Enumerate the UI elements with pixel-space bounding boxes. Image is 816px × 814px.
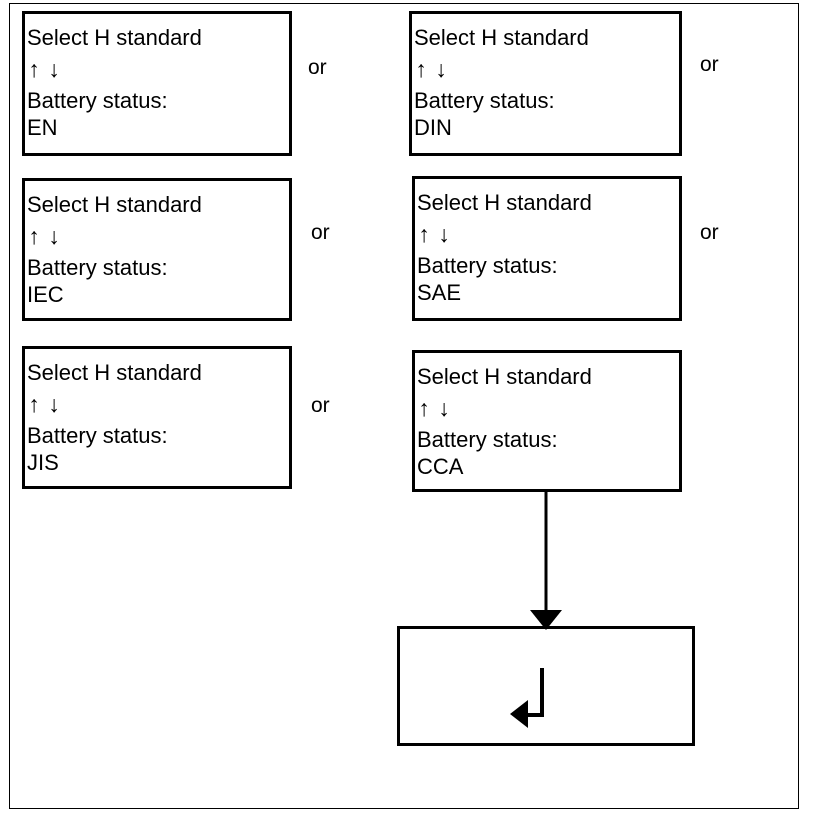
screen-din: Select H standard ↑ ↓ Battery status: DI… bbox=[409, 11, 682, 156]
arrow-down-icon: ↓ bbox=[438, 220, 450, 247]
up-down-arrows: ↑ ↓ bbox=[27, 386, 289, 422]
up-down-arrows: ↑ ↓ bbox=[417, 390, 679, 426]
up-down-arrows: ↑ ↓ bbox=[27, 51, 289, 87]
or-connector: or bbox=[311, 394, 330, 417]
up-down-arrows: ↑ ↓ bbox=[414, 51, 679, 87]
up-down-arrows: ↑ ↓ bbox=[27, 218, 289, 254]
arrow-down-icon: ↓ bbox=[48, 55, 60, 82]
arrow-up-icon: ↑ bbox=[418, 394, 430, 421]
screen-title: Select H standard bbox=[27, 360, 202, 385]
screen-iec: Select H standard ↑ ↓ Battery status: IE… bbox=[22, 178, 292, 321]
battery-status-value: CCA bbox=[417, 454, 464, 479]
battery-status-label: Battery status: bbox=[27, 423, 168, 448]
battery-status-label: Battery status: bbox=[417, 253, 558, 278]
or-connector: or bbox=[308, 56, 327, 79]
screen-title: Select H standard bbox=[417, 364, 592, 389]
up-down-arrows: ↑ ↓ bbox=[417, 216, 679, 252]
battery-status-value: IEC bbox=[27, 282, 64, 307]
screen-title: Select H standard bbox=[414, 25, 589, 50]
screen-cca: Select H standard ↑ ↓ Battery status: CC… bbox=[412, 350, 682, 492]
arrow-up-icon: ↑ bbox=[418, 220, 430, 247]
arrow-down-icon: ↓ bbox=[438, 394, 450, 421]
battery-status-label: Battery status: bbox=[417, 427, 558, 452]
or-connector: or bbox=[700, 221, 719, 244]
battery-status-value: DIN bbox=[414, 115, 452, 140]
arrow-up-icon: ↑ bbox=[415, 55, 427, 82]
screen-title: Select H standard bbox=[27, 192, 202, 217]
battery-status-label: Battery status: bbox=[414, 88, 555, 113]
arrow-up-icon: ↑ bbox=[28, 222, 40, 249]
battery-status-label: Battery status: bbox=[27, 88, 168, 113]
or-connector: or bbox=[700, 53, 719, 76]
screen-jis: Select H standard ↑ ↓ Battery status: JI… bbox=[22, 346, 292, 489]
arrow-up-icon: ↑ bbox=[28, 55, 40, 82]
arrow-up-icon: ↑ bbox=[28, 390, 40, 417]
battery-status-value: SAE bbox=[417, 280, 462, 305]
diagram-frame bbox=[9, 3, 799, 809]
arrow-down-icon: ↓ bbox=[435, 55, 447, 82]
screen-sae: Select H standard ↑ ↓ Battery status: SA… bbox=[412, 176, 682, 321]
arrow-down-icon: ↓ bbox=[48, 222, 60, 249]
battery-status-value: EN bbox=[27, 115, 58, 140]
enter-confirm-box bbox=[397, 626, 695, 746]
screen-title: Select H standard bbox=[417, 190, 592, 215]
or-connector: or bbox=[311, 221, 330, 244]
arrow-down-icon: ↓ bbox=[48, 390, 60, 417]
battery-status-value: JIS bbox=[27, 450, 59, 475]
screen-en: Select H standard ↑ ↓ Battery status: EN bbox=[22, 11, 292, 156]
battery-status-label: Battery status: bbox=[27, 255, 168, 280]
screen-title: Select H standard bbox=[27, 25, 202, 50]
